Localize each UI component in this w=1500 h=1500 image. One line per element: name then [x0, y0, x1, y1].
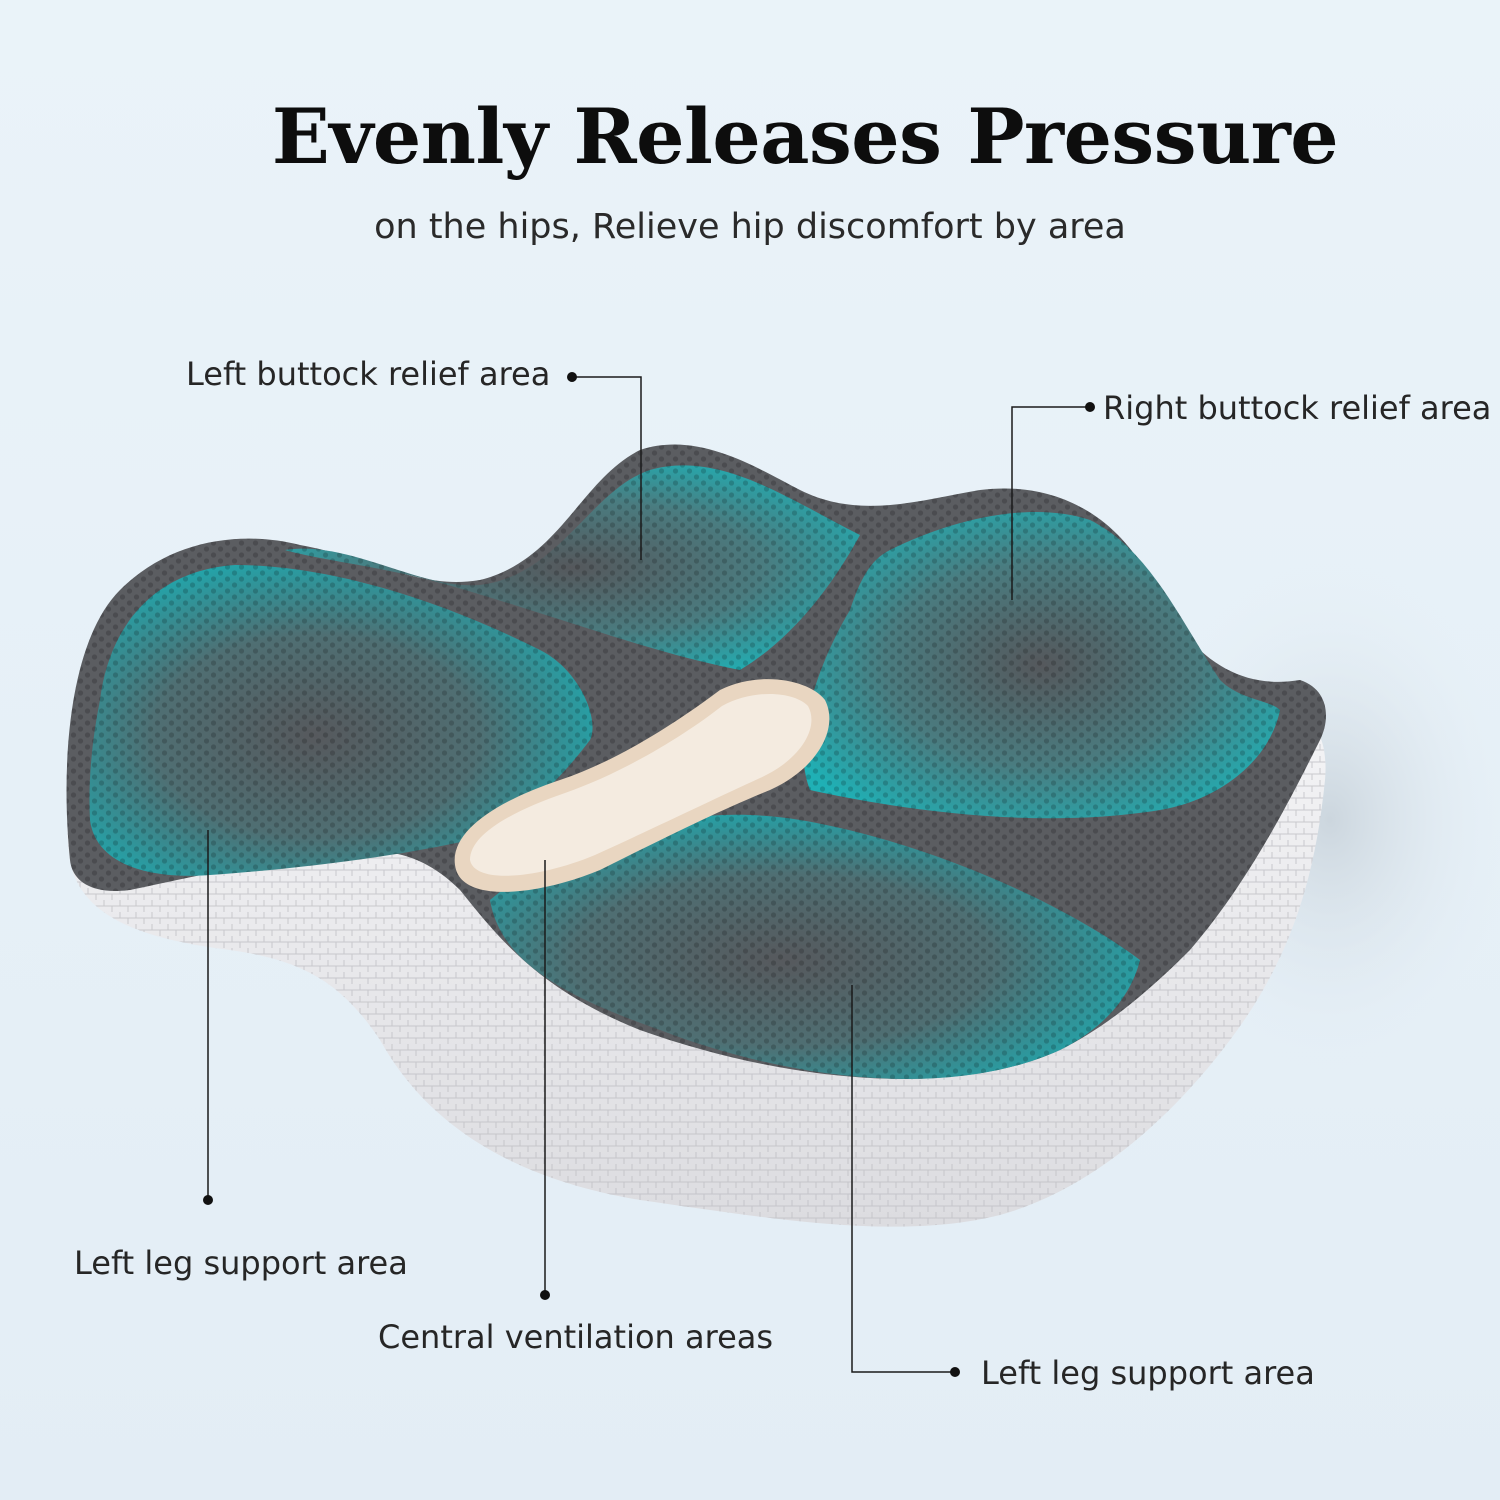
callout-left-buttock: Left buttock relief area — [186, 355, 551, 393]
callout-central-ventilation: Central ventilation areas — [378, 1318, 774, 1356]
leader-left-buttock — [572, 376, 642, 560]
leader-left-leg-2 — [851, 985, 955, 1373]
dot-central — [540, 1290, 550, 1300]
dot-left-leg — [203, 1195, 213, 1205]
headline: Evenly Releases Pressure — [271, 92, 1339, 181]
callout-right-buttock: Right buttock relief area — [1103, 389, 1492, 427]
callout-lines — [207, 376, 1090, 1373]
callout-left-leg-second: Left leg support area — [981, 1354, 1315, 1392]
subheadline: on the hips, Relieve hip discomfort by a… — [374, 207, 1126, 247]
dot-left-buttock — [567, 372, 577, 382]
leader-right-buttock — [1011, 406, 1090, 600]
callout-left-leg: Left leg support area — [74, 1244, 408, 1282]
dot-right-buttock — [1085, 402, 1095, 412]
dot-left-leg-2 — [950, 1367, 960, 1377]
